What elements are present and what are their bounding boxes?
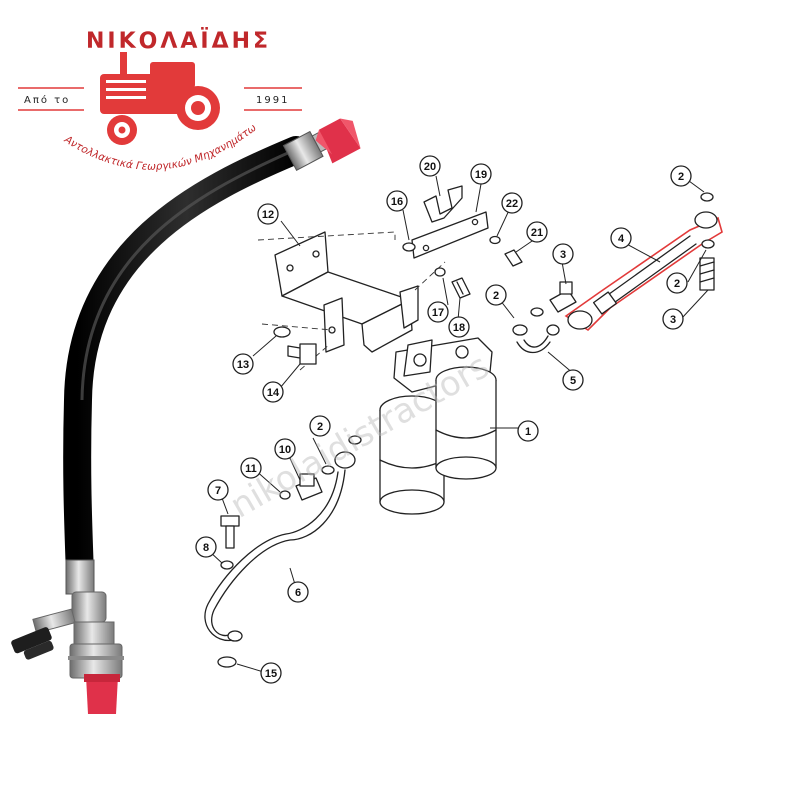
parts-diagram: 12 16 20 19 22 21 17 18 13 14 3 2 4 2 2 … [195, 155, 723, 684]
callout-14: 14 [262, 381, 284, 403]
svg-text:2: 2 [317, 421, 323, 433]
tractor-icon [100, 52, 220, 145]
washer-part-8 [220, 560, 234, 570]
svg-text:5: 5 [570, 375, 576, 387]
clip-part-20 [423, 185, 463, 223]
svg-text:1: 1 [525, 426, 531, 438]
pipe-part-4-highlighted [564, 211, 723, 332]
svg-text:3: 3 [560, 249, 566, 261]
washer-part-2 [700, 192, 714, 202]
callout-2d: 2 [309, 415, 331, 437]
svg-text:22: 22 [506, 198, 518, 210]
callout-8: 8 [195, 536, 217, 558]
svg-text:13: 13 [237, 359, 249, 371]
fuel-hose-photo [11, 118, 361, 714]
svg-text:20: 20 [424, 161, 436, 173]
callout-1: 1 [517, 420, 539, 442]
callout-18: 18 [448, 316, 470, 338]
callout-21: 21 [526, 221, 548, 243]
callout-17: 17 [427, 301, 449, 323]
callout-3a: 3 [552, 243, 574, 265]
banjo-bolt-part-3 [549, 281, 577, 313]
red-cap-icon [315, 118, 361, 164]
pipe-part-5 [516, 335, 551, 354]
callout-3b: 3 [662, 308, 684, 330]
svg-text:2: 2 [678, 171, 684, 183]
year-label: 1991 [256, 95, 289, 106]
valve-handle-icon [11, 627, 54, 660]
svg-text:18: 18 [453, 322, 465, 334]
svg-text:17: 17 [432, 307, 444, 319]
washer-part-17 [434, 267, 446, 277]
callout-5: 5 [562, 369, 584, 391]
svg-text:15: 15 [265, 668, 277, 680]
svg-text:7: 7 [215, 485, 221, 497]
bracket-part-12 [274, 231, 419, 353]
washer-part-15 [217, 656, 237, 668]
callout-19: 19 [470, 163, 492, 185]
callout-11: 11 [240, 457, 262, 479]
callout-6: 6 [287, 581, 309, 603]
bolt-part-21 [504, 249, 523, 267]
svg-text:14: 14 [267, 387, 280, 399]
banjo-bolt-part-3b [699, 257, 715, 291]
brand-logo: ΝΙΚΟΛΑΪΔΗΣ Από το 1991 Αντολλακτικά Γεωρ… [0, 0, 302, 173]
callout-10: 10 [274, 438, 296, 460]
callout-4: 4 [610, 227, 632, 249]
washer-part-22 [489, 235, 501, 245]
callout-22: 22 [501, 192, 523, 214]
pipe-part-6 [204, 469, 346, 642]
bolt-part-14 [287, 343, 317, 365]
svg-text:16: 16 [391, 196, 403, 208]
svg-text:11: 11 [245, 463, 257, 475]
callout-2c: 2 [666, 272, 688, 294]
callout-13: 13 [232, 353, 254, 375]
svg-text:21: 21 [531, 227, 543, 239]
since-label: Από το [24, 94, 70, 106]
bolt-part-18 [451, 277, 471, 299]
svg-text:19: 19 [475, 169, 487, 181]
svg-text:10: 10 [279, 444, 291, 456]
callout-16: 16 [386, 190, 408, 212]
washer-part-13 [273, 326, 291, 338]
callout-7: 7 [207, 479, 229, 501]
plate-part-19 [411, 211, 489, 259]
svg-text:6: 6 [295, 587, 301, 599]
washer-part-11 [279, 490, 291, 500]
svg-text:8: 8 [203, 542, 209, 554]
callout-2a: 2 [485, 284, 507, 306]
washer-part-16 [402, 242, 416, 252]
callout-20: 20 [419, 155, 441, 177]
svg-text:3: 3 [670, 314, 676, 326]
filter-assembly-part-1 [379, 337, 497, 515]
svg-text:2: 2 [493, 290, 499, 302]
callout-15: 15 [260, 662, 282, 684]
bolt-part-7 [220, 515, 240, 549]
svg-text:12: 12 [262, 209, 274, 221]
callout-12: 12 [257, 203, 279, 225]
banjo-bolt-part-10 [295, 473, 323, 501]
svg-text:4: 4 [618, 233, 625, 245]
brand-name: ΝΙΚΟΛΑΪΔΗΣ [86, 28, 271, 54]
callout-2b: 2 [670, 165, 692, 187]
svg-text:2: 2 [674, 278, 680, 290]
